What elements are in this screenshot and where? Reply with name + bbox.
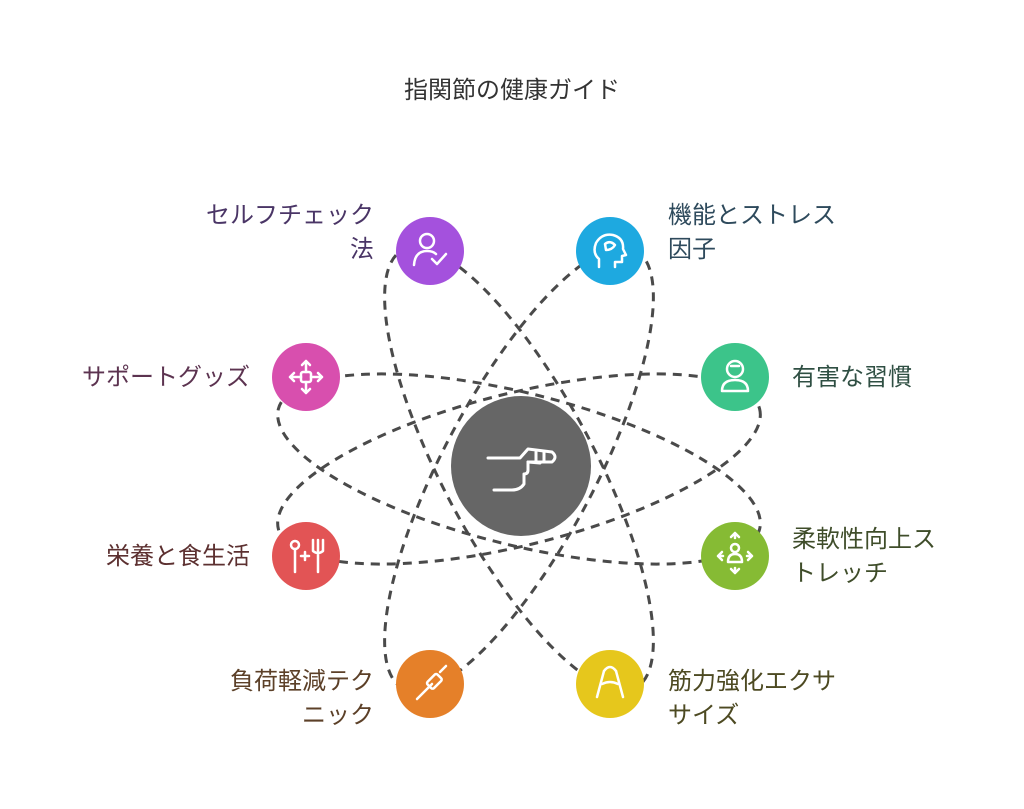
label-nutrition: 栄養と食生活 (106, 539, 250, 573)
label-line: ニック (302, 701, 374, 729)
label-line: トレッチ (792, 559, 888, 587)
orbit-ellipse-2 (276, 372, 762, 566)
label-line: 柔軟性向上ス (792, 525, 936, 553)
stretch-person-icon (716, 531, 754, 575)
center-circle (451, 396, 591, 536)
node-circle-function-stress (576, 217, 644, 285)
label-flex-stretch: 柔軟性向上ス トレッチ (792, 522, 936, 590)
label-bad-habits: 有害な習慣 (792, 360, 912, 394)
page-title: 指関節の健康ガイド (404, 76, 620, 104)
label-support-goods: サポートグッズ (82, 360, 250, 394)
label-line: 負荷軽減テク (230, 667, 374, 695)
orbit-ellipse-1 (276, 372, 762, 566)
fork-knife-icon (289, 538, 325, 574)
tool-icon (415, 664, 448, 701)
label-line: 機能とストレス (668, 201, 836, 229)
label-line: サイズ (668, 701, 740, 729)
node-circle-flex-stretch (701, 522, 769, 590)
pointing-hand-icon (486, 447, 557, 492)
head-brain-icon (593, 233, 628, 269)
node-circle-strength-exercise (576, 650, 644, 718)
center-node (451, 396, 591, 536)
label-line: 有害な習慣 (792, 363, 912, 391)
person-check-icon (412, 232, 448, 267)
person-alert-icon (720, 359, 750, 393)
node-circle-support-goods (272, 343, 340, 411)
label-function-stress: 機能とストレス 因子 (668, 198, 836, 266)
label-line: セルフチェック (206, 201, 374, 229)
label-line: 因子 (668, 235, 716, 263)
move-arrows-icon (288, 359, 324, 395)
node-flex-stretch (701, 522, 769, 590)
node-bad-habits (701, 343, 769, 411)
label-line: 法 (350, 235, 374, 263)
label-load-reduction: 負荷軽減テク ニック (230, 664, 374, 732)
label-line: サポートグッズ (82, 363, 250, 391)
hand-gripper-icon (595, 665, 625, 699)
node-support-goods (272, 343, 340, 411)
node-strength-exercise (576, 650, 644, 718)
label-line: 栄養と食生活 (106, 542, 250, 570)
label-line: 筋力強化エクサ (668, 667, 836, 695)
node-circle-load-reduction (396, 650, 464, 718)
node-function-stress (576, 217, 644, 285)
label-self-check: セルフチェック 法 (206, 198, 374, 266)
node-self-check (396, 217, 464, 285)
node-nutrition (272, 522, 340, 590)
label-strength-exercise: 筋力強化エクサ サイズ (668, 664, 836, 732)
node-load-reduction (396, 650, 464, 718)
